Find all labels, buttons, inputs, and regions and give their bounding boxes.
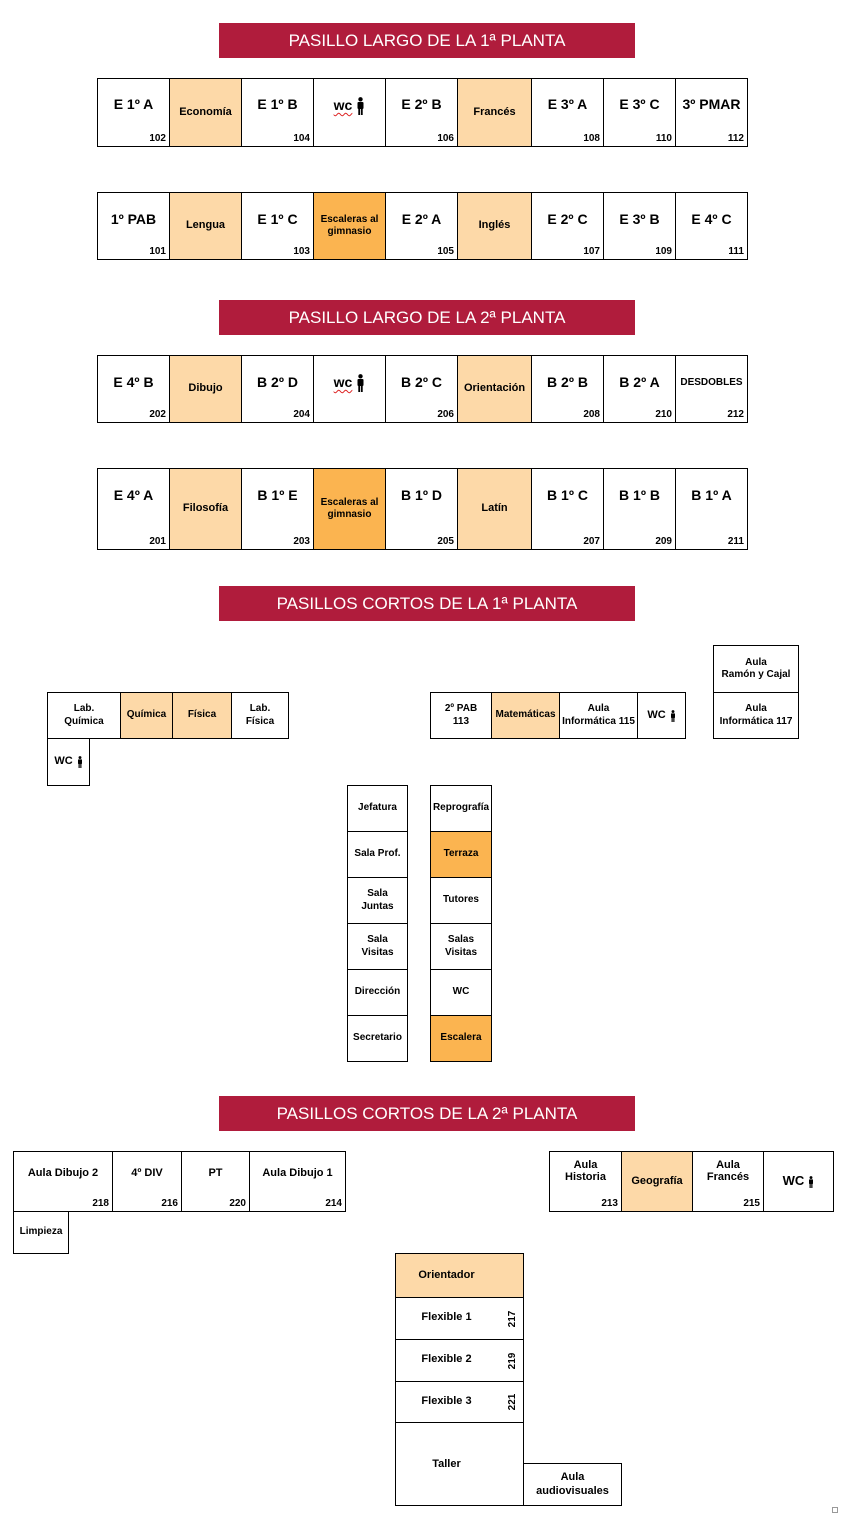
room-audiovisuales: Aula audiovisuales [523,1463,622,1506]
room-terraza: Terraza [430,831,492,878]
room-p2r2-1: Filosofía [169,468,242,550]
room-ramon-y-cajal: Aula Ramón y Cajal [713,645,799,693]
person-icon [357,97,364,116]
room-p2r1-1: Dibujo [169,355,242,423]
person-icon [670,709,675,722]
room-wc-2: WC [763,1151,834,1212]
room-p1r1-1: Economía [169,78,242,147]
room-sala-prof: Sala Prof. [347,831,408,878]
room-p1r2-5: Inglés [457,192,532,260]
banner-p2-short: PASILLOS CORTOS DE LA 2ª PLANTA [219,1096,635,1131]
room-p1r1-3: wc [313,78,386,147]
room-reprografia: Reprografía [430,785,492,832]
room-direccion: Dirección [347,969,408,1016]
room-p1r2-1: Lengua [169,192,242,260]
room-salas-visitas: Salas Visitas [430,923,492,970]
room-escalera: Escalera [430,1015,492,1062]
room-p2r1-5: Orientación [457,355,532,423]
room-p2r2-3: Escaleras al gimnasio [313,468,386,550]
room-p1r2-3: Escaleras al gimnasio [313,192,386,260]
room-secretario: Secretario [347,1015,408,1062]
room-sala-visitas: Sala Visitas [347,923,408,970]
banner-p1-short: PASILLOS CORTOS DE LA 1ª PLANTA [219,586,635,621]
room-fisica: Física [172,692,232,739]
room-p2r2-5: Latín [457,468,532,550]
room-jefatura: Jefatura [347,785,408,832]
room-wc-center: WC [430,969,492,1016]
resize-handle[interactable] [832,1507,838,1513]
room-sala-juntas: Sala Juntas [347,877,408,924]
room-orientador: Orientador [395,1253,524,1298]
room-p2r1-3: wc [313,355,386,423]
person-icon [77,756,82,768]
room-lab-fisica: Lab. Física [231,692,289,739]
room-informatica-117: Aula Informática 117 [713,692,799,739]
person-icon [357,374,364,393]
room-informatica-115: Aula Informática 115 [559,692,638,739]
room-matematicas: Matemáticas [491,692,560,739]
room-wc-left: WC [47,738,90,786]
room-p1r1-5: Francés [457,78,532,147]
banner-p2-long: PASILLO LARGO DE LA 2ª PLANTA [219,300,635,335]
room-limpieza: Limpieza [13,1211,69,1254]
room-wc-mid: WC [637,692,686,739]
room-tutores: Tutores [430,877,492,924]
room-2-pab: 2º PAB 113 [430,692,492,739]
person-icon [809,1175,814,1188]
room-geografia: Geografía [621,1151,693,1212]
banner-p1-long: PASILLO LARGO DE LA 1ª PLANTA [219,23,635,58]
room-lab-quimica: Lab. Química [47,692,121,739]
room-quimica: Química [120,692,173,739]
room-taller: Taller [395,1422,524,1506]
